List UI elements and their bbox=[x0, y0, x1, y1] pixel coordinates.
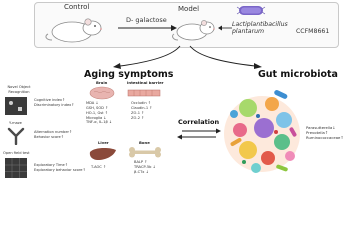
behavior-result: Cognitive index↑ bbox=[34, 98, 65, 102]
brain-result: TNF-α, IL-1β ↓ bbox=[86, 120, 112, 125]
microbiota-changes: Parasutterella↓ Prevotella↑ Ruminococcac… bbox=[306, 125, 344, 140]
microbiota-cluster-icon bbox=[224, 90, 300, 173]
liver-title: Liver bbox=[98, 140, 109, 145]
control-mouse-icon bbox=[45, 18, 102, 43]
behavior-result: Behavior score↑ bbox=[34, 134, 64, 139]
brain-result: MDA ↓ bbox=[86, 101, 99, 105]
model-label: Model bbox=[178, 5, 200, 13]
bone-results: BALP ↑ TRACP-5b ↓ β-CTx ↓ bbox=[134, 160, 156, 175]
gut-microbiota-title: Gut microbiota bbox=[258, 69, 338, 80]
microbiota-change: Parasutterella↓ bbox=[306, 125, 336, 130]
open-field-icon bbox=[5, 158, 27, 178]
behavior-result: Exploratory Time↑ bbox=[34, 163, 68, 167]
brain-result: GSH, SOD ↑ bbox=[86, 105, 109, 110]
bone-result: β-CTx ↓ bbox=[134, 169, 149, 174]
brain-title: Brain bbox=[96, 80, 108, 85]
behavior-test-name-2: Open field test bbox=[3, 151, 30, 155]
intestinal-results: Occludin ↑ Claudin-1 ↑ ZO-1 ↑ ZO-2 ↑ bbox=[131, 101, 152, 120]
brain-result: Microglia ↓ bbox=[86, 115, 107, 120]
behavior-result: Alternation number↑ bbox=[34, 130, 73, 134]
probiotic-strain: CCFM8661 bbox=[295, 28, 330, 36]
behavior-results-0: Cognitive index↑ Discriminatory index↑ bbox=[34, 98, 74, 108]
behavior-test-name-1: Y-maze bbox=[9, 121, 22, 125]
liver-result: T-AOC ↑ bbox=[91, 165, 106, 169]
model-mouse-icon bbox=[172, 20, 215, 41]
bone-title: Bone bbox=[139, 140, 150, 145]
probiotic-species: Lactiplantibacillus plantarum bbox=[232, 21, 288, 36]
behavior-results-1: Alternation number↑ Behavior score↑ bbox=[34, 130, 72, 140]
branch-arrows-icon bbox=[113, 45, 262, 69]
intestinal-result: ZO-1 ↑ bbox=[131, 110, 145, 115]
microbiota-change: Ruminococcaceae↑ bbox=[306, 135, 344, 141]
treatment-arrow-icon bbox=[118, 25, 177, 31]
correlation-label: Correlation bbox=[178, 118, 220, 126]
intestinal-result: ZO-2 ↑ bbox=[131, 115, 145, 120]
bone-result: TRACP-5b ↓ bbox=[134, 164, 156, 169]
brain-result: HO-1, Gst ↑ bbox=[86, 110, 108, 115]
behavior-test-name-0: Novel Object Recognition bbox=[7, 85, 31, 94]
liver-results: T-AOC ↑ bbox=[91, 165, 106, 170]
microbiota-change: Prevotella↑ bbox=[306, 130, 329, 136]
behavior-results-2: Exploratory Time↑ Exploratory behavior s… bbox=[34, 163, 86, 173]
brain-icon bbox=[89, 86, 115, 100]
intestine-icon bbox=[127, 89, 161, 97]
intestinal-result: Occludin ↑ bbox=[131, 101, 151, 105]
control-label: Control bbox=[64, 3, 90, 11]
intestinal-title: Intestinal barrier bbox=[127, 80, 164, 85]
treatment-label: D- galactose bbox=[126, 16, 167, 24]
correlation-arrows-icon bbox=[177, 128, 221, 140]
liver-icon bbox=[89, 147, 116, 160]
y-maze-icon bbox=[7, 127, 25, 145]
probiotic-arrow-icon bbox=[218, 25, 232, 31]
bone-result: BALP ↑ bbox=[134, 160, 148, 164]
aging-symptoms-title: Aging symptoms bbox=[84, 69, 174, 80]
behavior-result: Discriminatory index↑ bbox=[34, 102, 75, 107]
intestinal-result: Claudin-1 ↑ bbox=[131, 105, 153, 110]
probiotic-bacteria-icon bbox=[236, 6, 266, 15]
probiotic-name: Lactiplantibacillus plantarum CCFM8661 bbox=[232, 21, 329, 35]
bone-icon bbox=[129, 147, 161, 158]
behavior-result: Exploratory behavior score↑ bbox=[34, 167, 86, 172]
brain-results: MDA ↓ GSH, SOD ↑ HO-1, Gst ↑ Microglia ↓… bbox=[86, 101, 112, 125]
novel-object-arena-icon bbox=[5, 97, 27, 115]
